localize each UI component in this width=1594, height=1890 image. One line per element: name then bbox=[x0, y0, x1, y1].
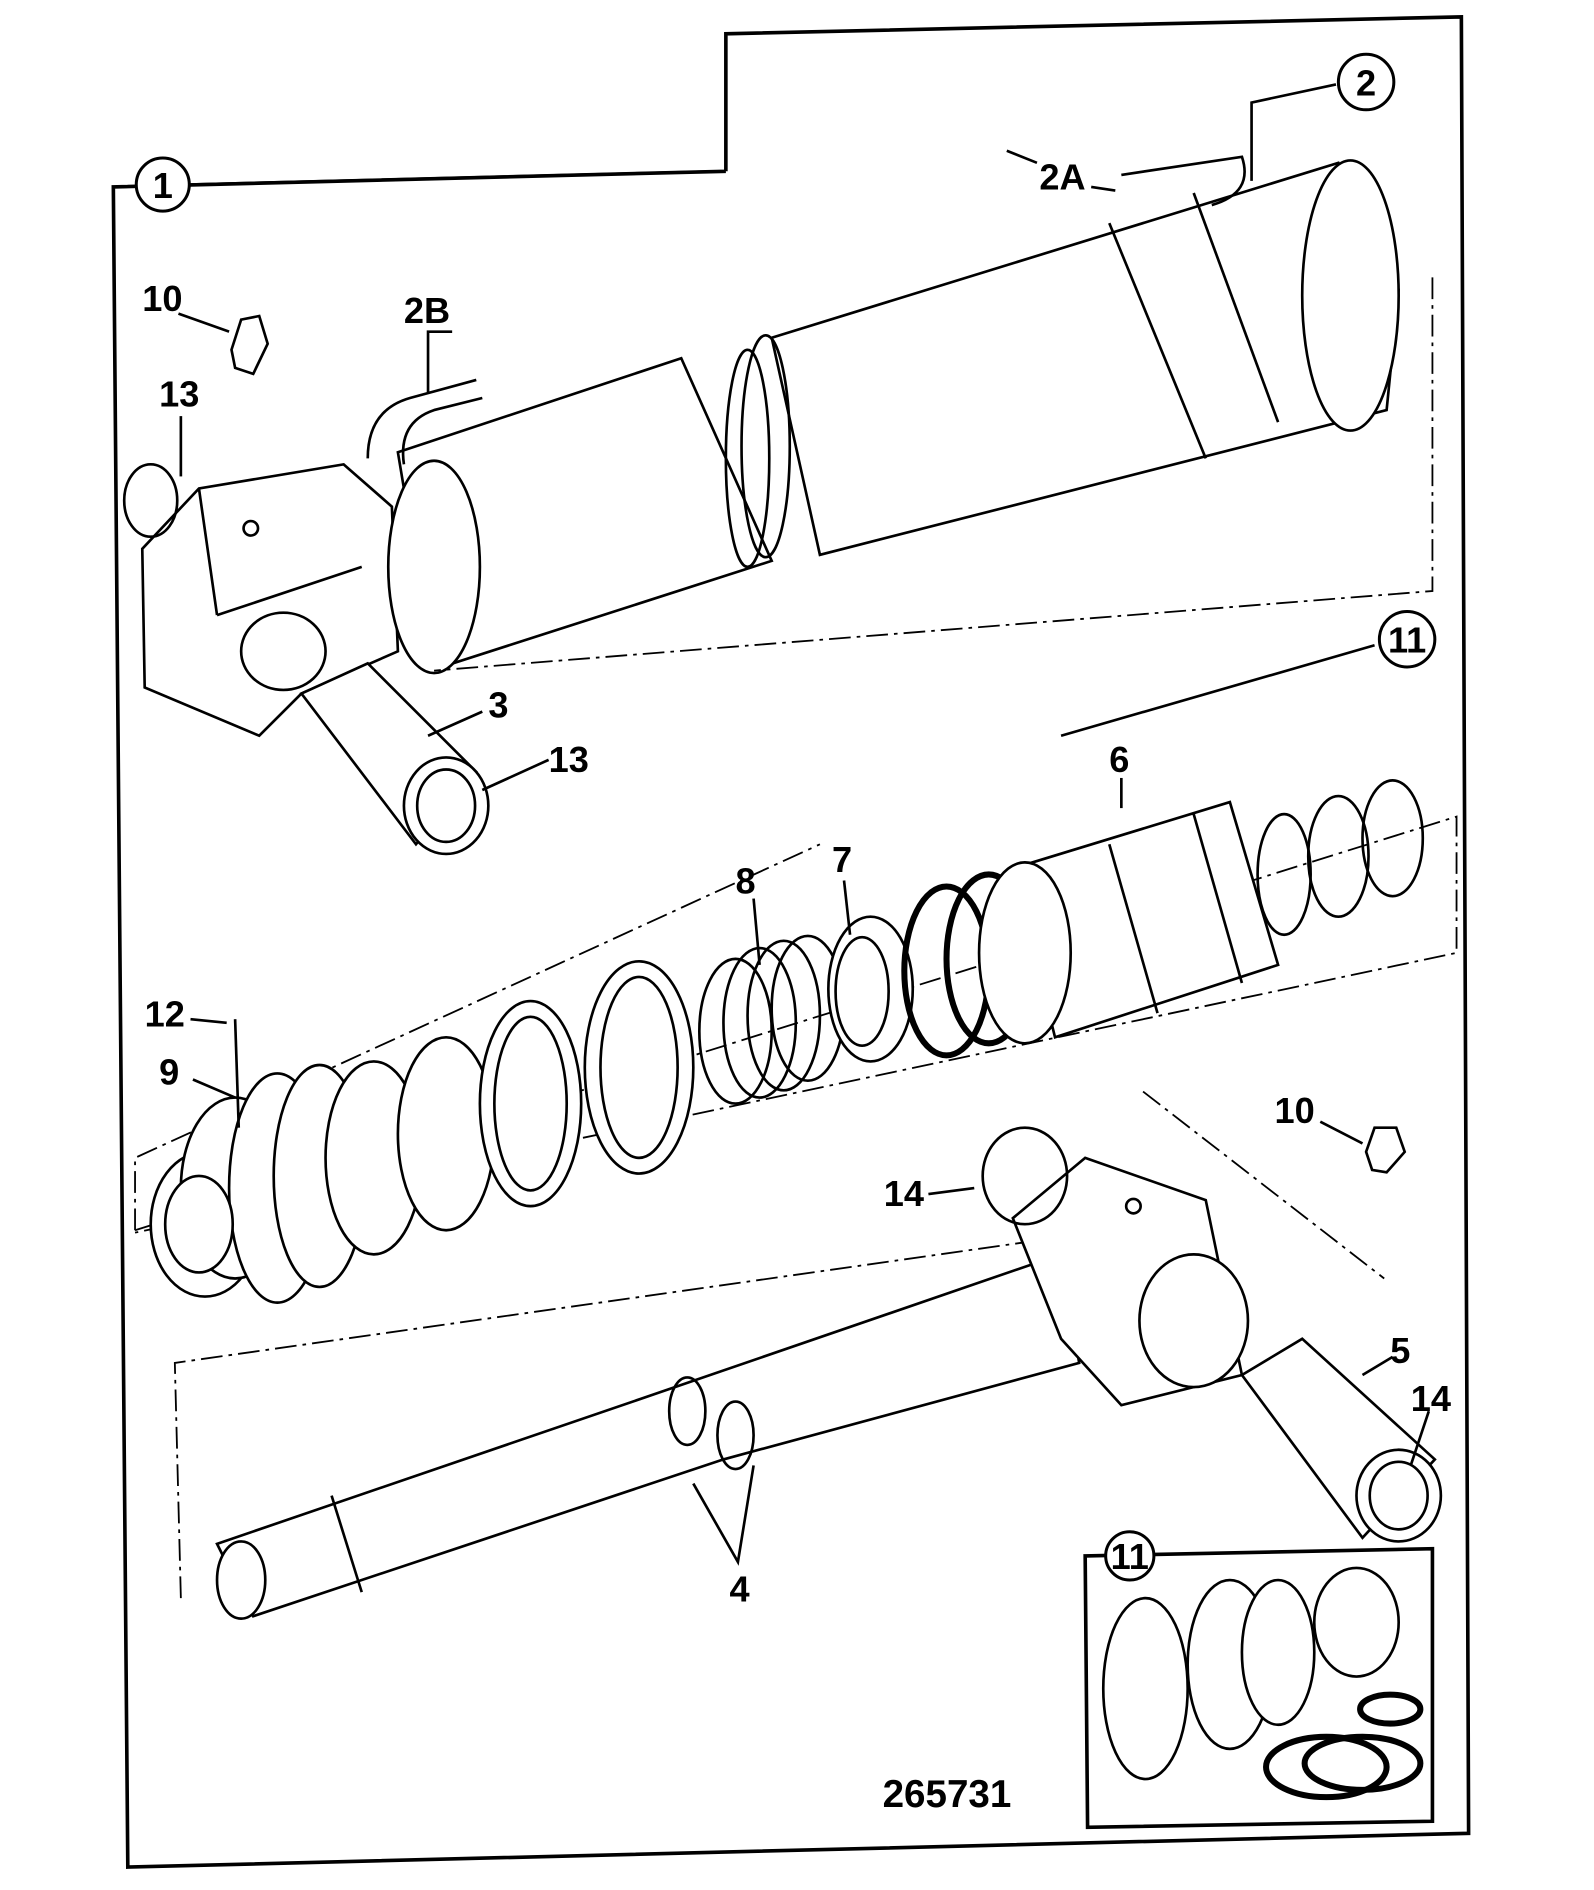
callout-2a: 2A bbox=[1039, 156, 1085, 197]
callout-2: 2 bbox=[1336, 52, 1396, 112]
callout-12: 12 bbox=[145, 993, 185, 1034]
svg-text:1: 1 bbox=[153, 165, 173, 206]
callout-3: 3 bbox=[488, 685, 508, 726]
spring-8 bbox=[698, 934, 846, 1105]
svg-text:11: 11 bbox=[1388, 620, 1426, 661]
callout-6: 6 bbox=[1109, 739, 1129, 780]
callout-10-bottom: 10 bbox=[1274, 1090, 1314, 1131]
callout-8: 8 bbox=[736, 861, 756, 902]
callout-10-top: 10 bbox=[142, 278, 182, 319]
gland-6 bbox=[977, 779, 1425, 1045]
pin-3 bbox=[299, 661, 490, 856]
callout-13-top: 13 bbox=[159, 373, 199, 414]
seal-kit-inset bbox=[1083, 1546, 1435, 1830]
callout-14-left: 14 bbox=[884, 1173, 924, 1214]
callout-11-inset: 11 bbox=[1104, 1530, 1156, 1582]
piston-rod-4 bbox=[215, 1126, 1250, 1620]
callout-7: 7 bbox=[832, 839, 852, 880]
callout-13-bottom: 13 bbox=[549, 739, 589, 780]
cylinder-barrel bbox=[122, 155, 1401, 738]
bushing-5 bbox=[1239, 1337, 1443, 1543]
callout-5: 5 bbox=[1390, 1330, 1410, 1371]
wear-ring-7 bbox=[827, 915, 915, 1063]
drawing-number: 265731 bbox=[883, 1773, 1012, 1816]
seal-rings bbox=[324, 959, 695, 1256]
callout-1: 1 bbox=[134, 156, 191, 213]
callout-11-top: 11 bbox=[1377, 609, 1437, 669]
callout-4: 4 bbox=[729, 1569, 749, 1610]
callout-9: 9 bbox=[159, 1051, 179, 1092]
svg-text:2: 2 bbox=[1356, 62, 1376, 103]
svg-text:11: 11 bbox=[1111, 1536, 1149, 1577]
outer-frame bbox=[111, 15, 1471, 1869]
callout-2b: 2B bbox=[404, 290, 450, 331]
callout-14-right: 14 bbox=[1411, 1378, 1451, 1419]
leader-lines bbox=[178, 83, 1431, 1566]
